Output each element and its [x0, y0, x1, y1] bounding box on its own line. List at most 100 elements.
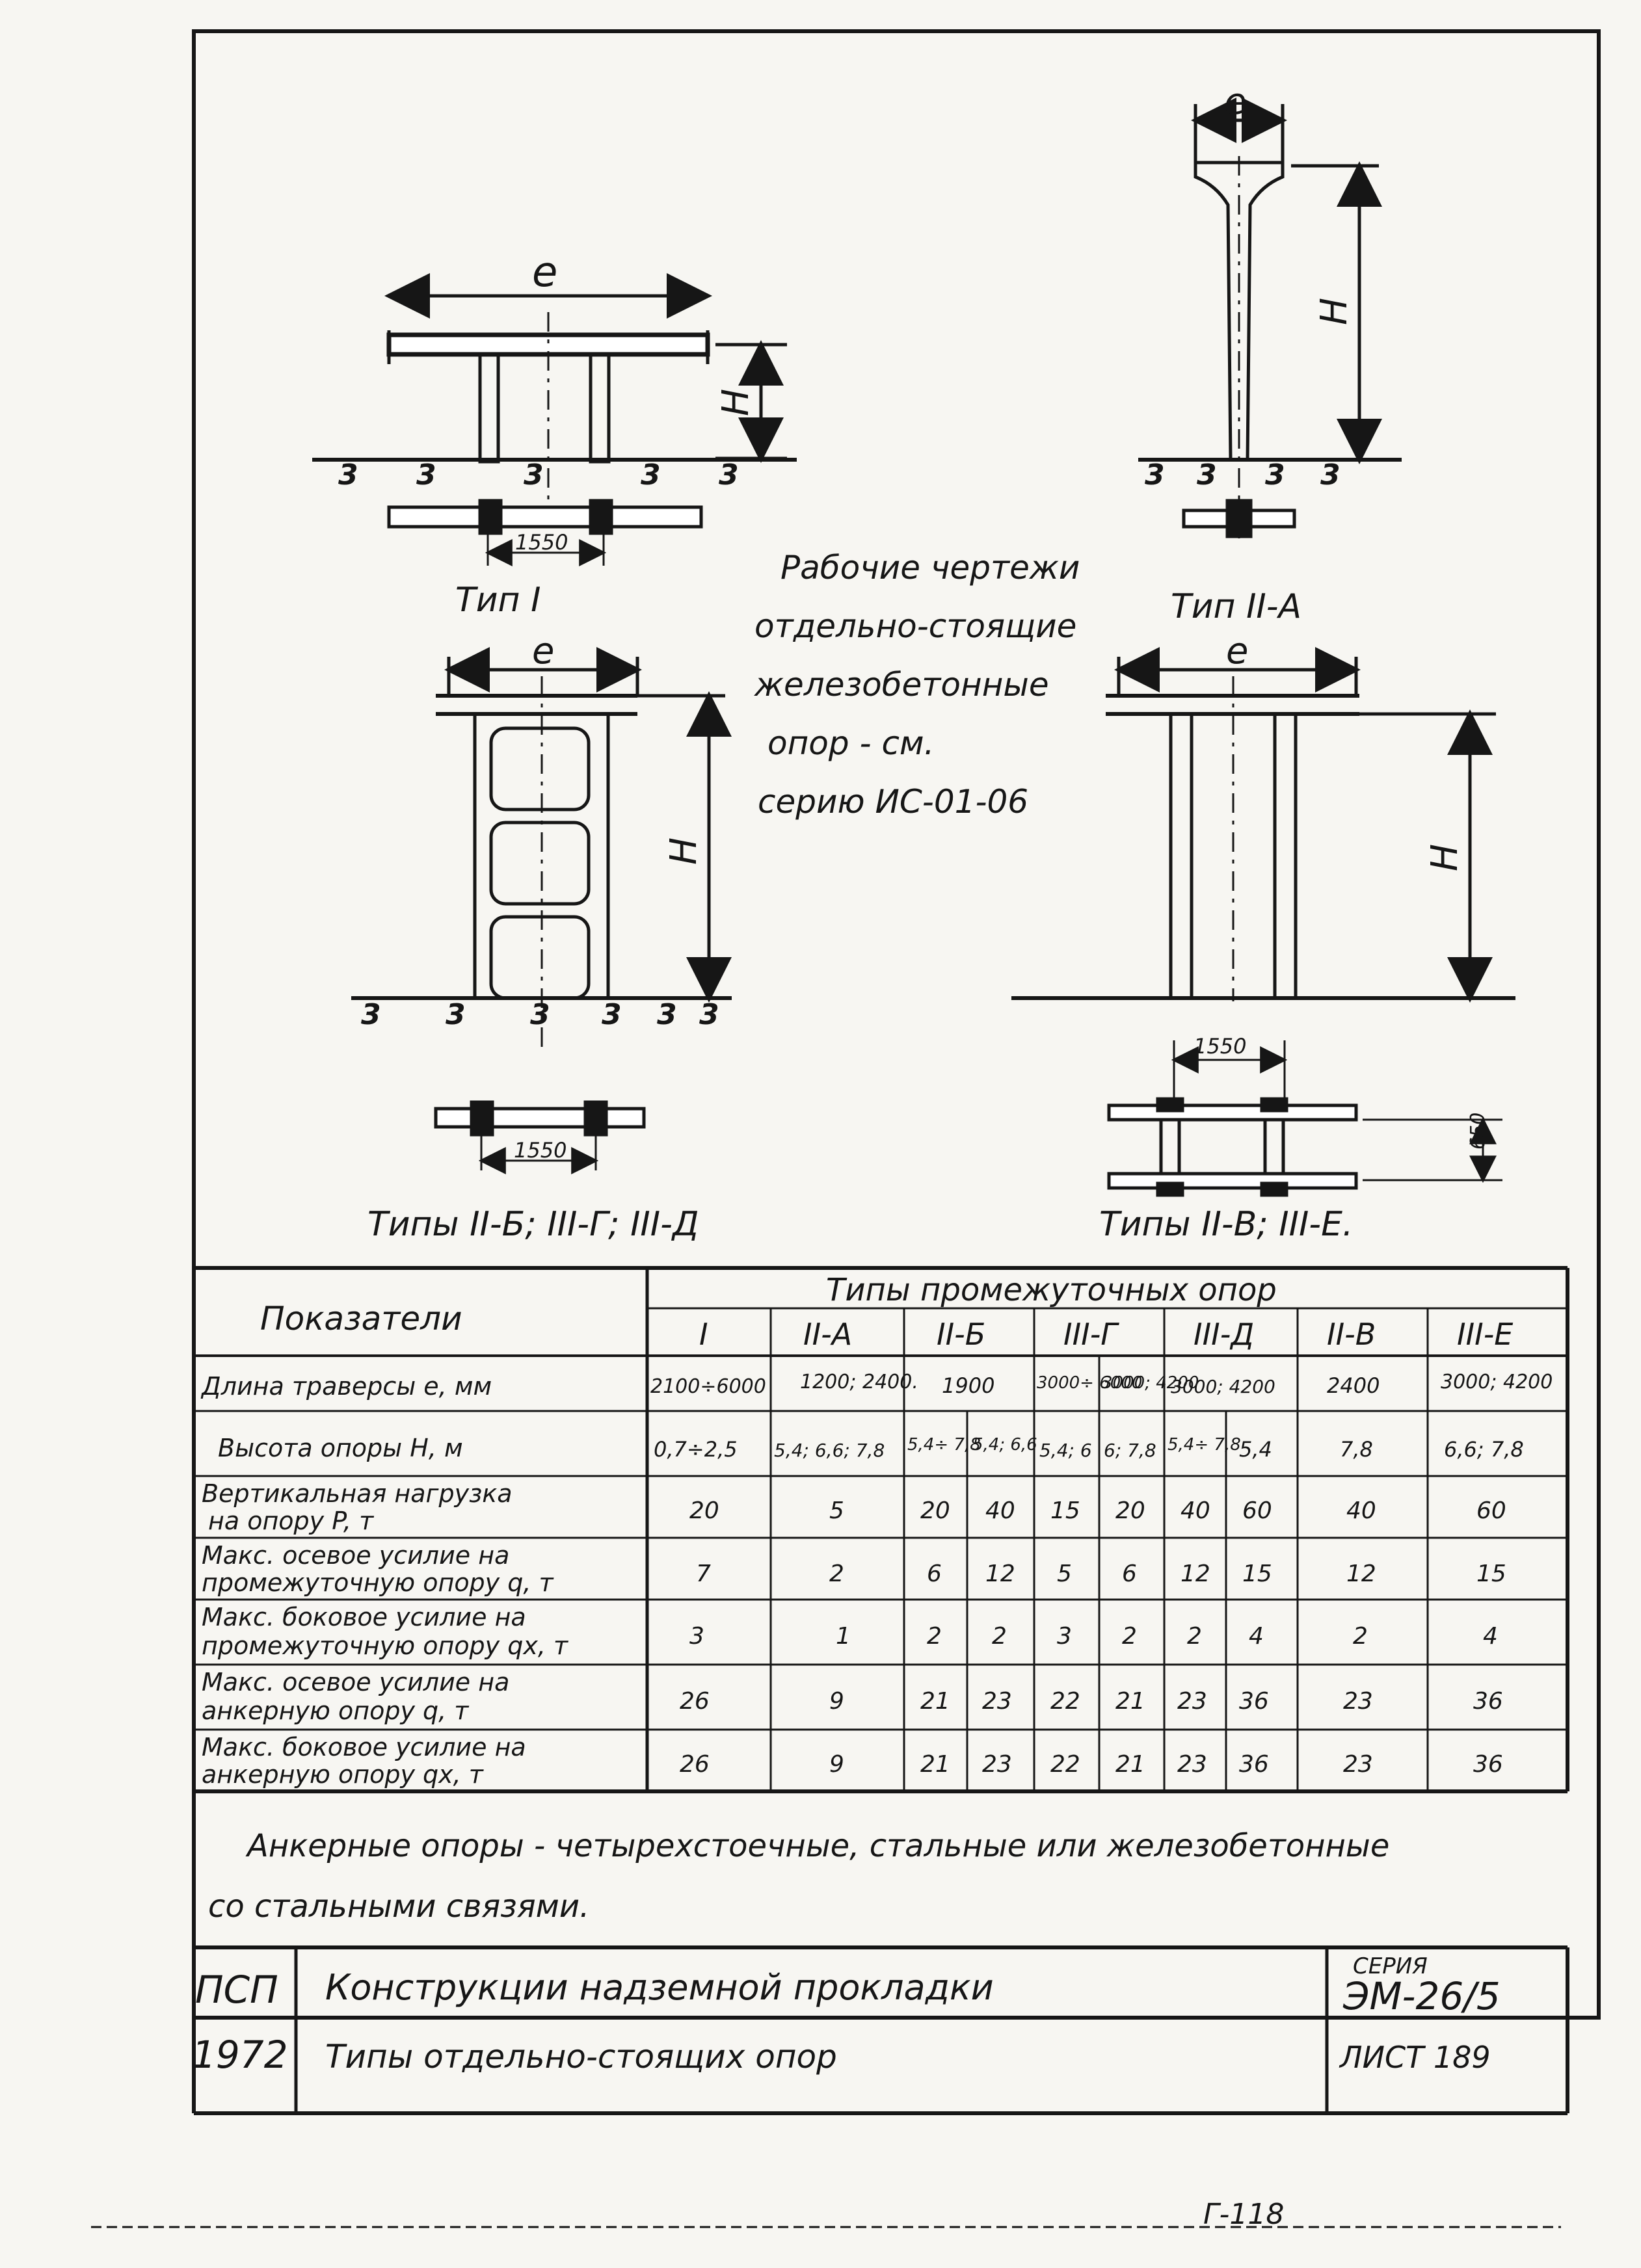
table-cell: 2 — [927, 1623, 942, 1650]
table-row-lateral-intermediate: 3 1 2 2 3 2 2 4 2 4 — [689, 1623, 1498, 1650]
table-cell: 40 — [1346, 1497, 1376, 1524]
table-cell: 2 — [1353, 1623, 1368, 1650]
table-cell: 23 — [1343, 1751, 1373, 1778]
type-1-mark: 3 — [416, 458, 436, 492]
table-cell: 9 — [829, 1751, 844, 1778]
footer-mark: Г-118 — [1203, 2198, 1284, 2231]
row-label: Высота опоры H, м — [218, 1434, 463, 1462]
row-label: Длина траверсы e, мм — [200, 1372, 492, 1401]
table-cell: 21 — [920, 1751, 950, 1778]
type-2a-dim-width: e — [1224, 81, 1246, 123]
table-cell: 3 — [689, 1623, 704, 1650]
center-note-line: Рабочие чертежи — [780, 549, 1080, 587]
center-note-line: железобетонные — [754, 666, 1049, 704]
table-row-lateral-anchor: 26 9 21 23 22 21 23 36 23 36 — [680, 1751, 1503, 1778]
type-header: II-А — [803, 1317, 852, 1352]
table-cell: 60 — [1242, 1497, 1272, 1524]
type-2b-mark: 3 — [446, 998, 466, 1031]
type-2a-caption: Тип II-А — [1171, 587, 1301, 626]
center-note-line: опор - см. — [767, 724, 935, 762]
table-cell: 1200; 2400. — [800, 1371, 918, 1393]
table-cell: 40 — [1181, 1497, 1210, 1524]
table-cell: 4 — [1483, 1623, 1498, 1650]
table-cell: 12 — [1181, 1561, 1210, 1587]
table-cell: 26 — [680, 1751, 710, 1778]
parameters-table — [194, 1266, 1569, 1793]
table-cell: 9 — [829, 1688, 844, 1715]
type-2v-depth: 650 — [1467, 1113, 1489, 1150]
table-cell: 7,8 — [1340, 1437, 1373, 1462]
row-label: промежуточную опору q, т — [202, 1568, 555, 1597]
table-cell: 2 — [829, 1561, 844, 1587]
table-row-labels: Длина траверсы e, мм Высота опоры H, м В… — [200, 1372, 569, 1789]
type-2v-dim-height: H — [1424, 844, 1466, 871]
table-cell: 3000; 4200 — [1171, 1376, 1275, 1397]
table-cell: 20 — [920, 1497, 950, 1524]
table-cell: 22 — [1050, 1751, 1080, 1778]
table-cell: 36 — [1239, 1751, 1269, 1778]
type-1-dim-width: e — [532, 248, 557, 297]
table-cell: 23 — [982, 1688, 1012, 1715]
table-cell: 5,4; 6,6 — [972, 1435, 1037, 1455]
table-cell: 12 — [985, 1561, 1015, 1587]
type-2v-spacing: 1550 — [1194, 1034, 1246, 1059]
table-cell: 4 — [1249, 1623, 1264, 1650]
type-2a-mark: 3 — [1197, 458, 1217, 492]
row-label: Макс. боковое усилие на — [202, 1603, 526, 1631]
table-cell: 26 — [680, 1688, 710, 1715]
type-2b-dim-width: e — [532, 630, 554, 672]
table-cell: 6 — [927, 1561, 942, 1587]
table-cell: 15 — [1476, 1561, 1506, 1587]
table-cell: 12 — [1346, 1561, 1376, 1587]
row-label: на опору P, т — [208, 1507, 375, 1535]
table-cell: 6,6; 7,8 — [1444, 1437, 1524, 1462]
title-block — [192, 1945, 1569, 2115]
table-row-axial-intermediate: 7 2 6 12 5 6 12 15 12 15 — [696, 1561, 1506, 1587]
type-1-mark: 3 — [524, 458, 544, 492]
table-cell: 6; 7,8 — [1104, 1440, 1156, 1461]
table-cell: 2400 — [1327, 1373, 1380, 1398]
table-cell: 5,4; 6,6; 7,8 — [774, 1440, 885, 1461]
type-2b-mark: 3 — [657, 998, 677, 1031]
table-cell: 23 — [1343, 1688, 1373, 1715]
type-2b-mark: 3 — [602, 998, 622, 1031]
table-row-axial-anchor: 26 9 21 23 22 21 23 36 23 36 — [680, 1688, 1503, 1715]
table-cell: 60 — [1476, 1497, 1506, 1524]
type-1-dim-height: H — [715, 389, 757, 416]
table-cell: 5,4 — [1239, 1437, 1272, 1462]
type-header: III-Г — [1063, 1317, 1119, 1352]
table-cell: 23 — [1177, 1688, 1207, 1715]
table-cell: 3000; 4200 — [1102, 1373, 1199, 1393]
table-cell: 7 — [696, 1561, 711, 1587]
table-cell: 3 — [1057, 1623, 1072, 1650]
type-2a-mark: 3 — [1320, 458, 1341, 492]
drawing-type-2a — [1138, 98, 1402, 540]
center-note: Рабочие чертежи отдельно-стоящие железоб… — [754, 549, 1080, 821]
row-label: Вертикальная нагрузка — [202, 1479, 513, 1508]
table-cell: 5 — [829, 1497, 844, 1524]
type-1-mark: 3 — [641, 458, 661, 492]
type-header: II-В — [1327, 1317, 1376, 1352]
type-2v-caption: Типы II-В; III-Е. — [1099, 1205, 1353, 1244]
title-block-sheet: ЛИСТ 189 — [1339, 2040, 1491, 2075]
title-block-year: 1972 — [192, 2033, 288, 2077]
table-cell: 22 — [1050, 1688, 1080, 1715]
type-2b-dim-height: H — [663, 837, 705, 865]
table-cell: 5 — [1057, 1561, 1072, 1587]
type-header: III-Е — [1457, 1317, 1513, 1352]
table-cell: 20 — [689, 1497, 719, 1524]
title-block-series-label: СЕРИЯ — [1353, 1953, 1428, 1979]
table-cell: 21 — [1115, 1751, 1145, 1778]
type-2a-mark: 3 — [1265, 458, 1285, 492]
table-row-height: 0,7÷2,5 5,4; 6,6; 7,8 5,4÷ 7,8 5,4; 6,6 … — [654, 1435, 1524, 1462]
table-type-headers: I II-А II-Б III-Г III-Д II-В III-Е — [699, 1317, 1513, 1352]
table-row-vertical-load: 20 5 20 40 15 20 40 60 40 60 — [689, 1497, 1506, 1524]
title-block-title2: Типы отдельно-стоящих опор — [325, 2038, 837, 2076]
table-cell: 5,4÷ 7,8 — [1167, 1435, 1241, 1455]
row-label: Макс. осевое усилие на — [202, 1668, 509, 1696]
type-2b-mark: 3 — [361, 998, 381, 1031]
center-note-line: серию ИС-01-06 — [758, 783, 1028, 821]
type-1-mark: 3 — [719, 458, 739, 492]
row-label: анкерную опору q, т — [202, 1696, 470, 1725]
table-cell: 3000÷ 6000 — [1037, 1373, 1142, 1393]
